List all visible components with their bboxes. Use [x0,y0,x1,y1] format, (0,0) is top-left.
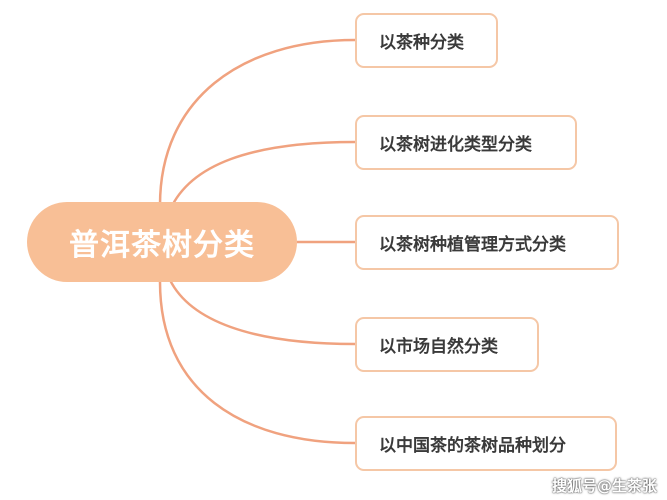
connector-5 [158,281,356,445]
root-node-label: 普洱茶树分类 [69,228,255,263]
branch-node-label: 以中国茶的茶树品种划分 [379,436,566,456]
branch-node-label: 以茶种分类 [379,33,464,53]
connector-2 [168,140,356,211]
connector-4 [168,279,356,346]
watermark-text: 搜狐号@生茶张 [551,477,657,495]
branch-node-label: 以茶树进化类型分类 [379,135,532,155]
connector-1 [158,38,356,206]
branch-node-tea-species: 以茶种分类 [355,13,498,68]
branch-node-market-natural: 以市场自然分类 [355,317,539,372]
watermark: 搜狐号@生茶张 [552,475,657,496]
branch-node-cultivar: 以中国茶的茶树品种划分 [355,416,617,471]
root-node: 普洱茶树分类 [27,202,297,282]
branch-node-label: 以茶树种植管理方式分类 [379,235,566,255]
branch-node-evolution-type: 以茶树进化类型分类 [355,115,577,170]
branch-node-cultivation-management: 以茶树种植管理方式分类 [355,215,619,270]
branch-node-label: 以市场自然分类 [379,337,498,357]
